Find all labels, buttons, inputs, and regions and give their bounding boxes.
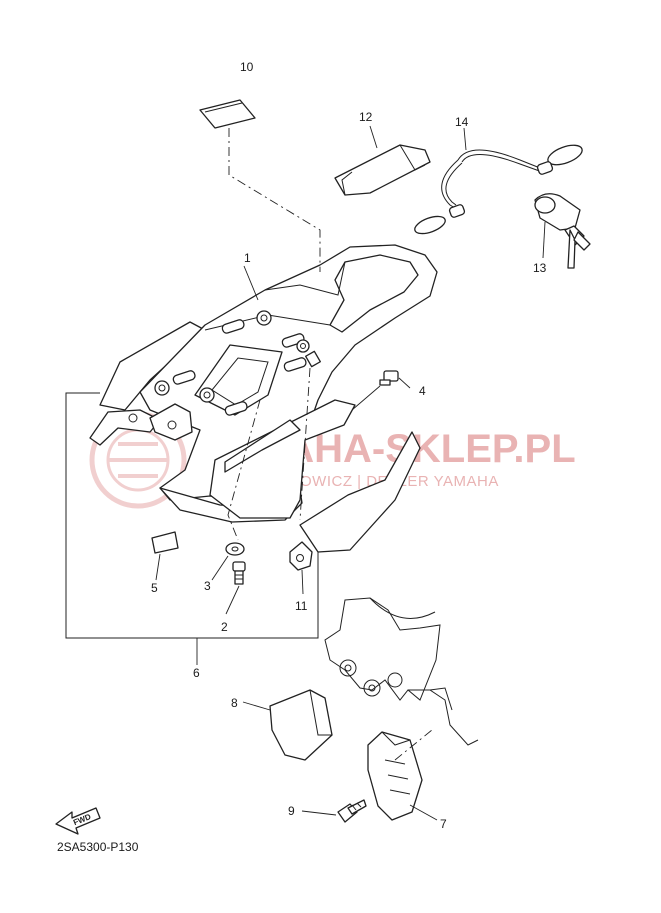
side-cover-plate <box>299 431 421 553</box>
nut-11 <box>289 541 313 571</box>
lock-with-keys <box>534 193 591 269</box>
callout-1: 1 <box>244 251 251 265</box>
callout-11: 11 <box>295 599 308 613</box>
callout-2: 2 <box>221 620 228 634</box>
leader-dash-10 <box>228 128 321 272</box>
fwd-arrow-icon: FWD <box>55 807 101 835</box>
leader-11 <box>301 569 304 595</box>
callout-12: 12 <box>359 110 373 124</box>
callout-7: 7 <box>440 817 447 831</box>
leader-8 <box>242 701 271 711</box>
leader-dash-11 <box>299 367 311 521</box>
bolt-2 <box>232 561 246 585</box>
leader-9 <box>301 810 337 816</box>
diagram-code: 2SA5300-P130 <box>57 840 139 854</box>
leader-13 <box>542 221 546 259</box>
callout-labels: 1 2 3 4 5 6 7 8 9 10 11 12 13 14 <box>151 60 547 831</box>
callout-6: 6 <box>193 666 200 680</box>
leader-dash-3 <box>227 399 261 541</box>
leader-dash-7 <box>394 729 433 761</box>
callout-8: 8 <box>231 696 238 710</box>
callout-10: 10 <box>240 60 254 74</box>
frame-section <box>324 597 479 746</box>
callout-9: 9 <box>288 804 295 818</box>
leader-3 <box>211 555 229 581</box>
washer-3 <box>225 542 245 556</box>
leader-2 <box>225 585 240 615</box>
rear-fender <box>89 244 438 523</box>
tool-bag <box>334 144 431 196</box>
leader-12 <box>369 125 378 149</box>
leader-4-b <box>398 377 411 389</box>
callout-5: 5 <box>151 581 158 595</box>
label-sticker <box>199 99 256 129</box>
bolt-4 <box>379 370 399 386</box>
security-cable <box>414 144 583 235</box>
callout-3: 3 <box>204 579 211 593</box>
mud-flap-8 <box>269 689 333 761</box>
guard-7 <box>367 731 423 821</box>
leader-7 <box>409 804 438 821</box>
leader-4-a <box>351 385 381 411</box>
pad-5 <box>151 531 179 554</box>
callout-13: 13 <box>533 261 547 275</box>
leader-14 <box>463 127 467 151</box>
leader-5 <box>155 553 161 581</box>
callout-14: 14 <box>455 115 469 129</box>
assembly-bracket <box>65 392 319 639</box>
leader-1 <box>243 265 259 301</box>
bolt-9 <box>337 799 367 823</box>
callout-4: 4 <box>419 384 426 398</box>
